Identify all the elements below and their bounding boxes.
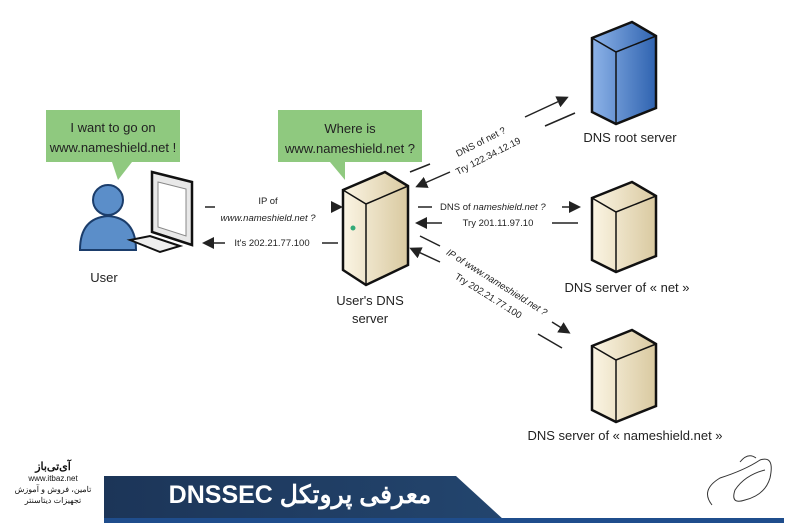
brand-url[interactable]: www.itbaz.net (28, 474, 78, 483)
brand-name: آی‌تی‌باز (35, 461, 71, 473)
nameshield-server-icon (590, 328, 658, 424)
arrows (202, 96, 581, 349)
user-speech-bubble: I want to go on www.nameshield.net ! (46, 110, 180, 180)
title-banner (104, 476, 504, 520)
arrow-label: DNS of nameshield.net ? (440, 202, 546, 213)
dns-speech-bubble: Where is www.nameshield.net ? (278, 110, 422, 180)
banner-title: معرفی پروتکل DNSSEC (168, 481, 432, 509)
bubble-text: www.nameshield.net ? (284, 141, 415, 156)
root-server-label: DNS root server (583, 130, 677, 145)
brand-tagline: تجهیزات دیتاسنتر (24, 496, 82, 505)
arrow-label: Try 201.11.97.10 (463, 218, 534, 229)
users-dns-server-icon (341, 170, 410, 287)
arrow-label: www.nameshield.net ? (220, 213, 316, 224)
root-server-icon (590, 20, 658, 126)
user-icon (78, 184, 138, 251)
users-dns-label: server (352, 311, 389, 326)
brand-tagline: تامین، فروش و آموزش (14, 485, 92, 494)
itbaz-brand: آی‌تی‌باز www.itbaz.net تامین، فروش و آم… (8, 462, 98, 506)
arrow-label: IP of (258, 196, 278, 207)
users-dns-label: User's DNS (336, 293, 404, 308)
bubble-text: I want to go on (70, 120, 155, 135)
bubble-text: www.nameshield.net ! (49, 140, 176, 155)
user-label: User (90, 270, 118, 285)
net-server-icon (590, 180, 658, 274)
signature-logo (707, 455, 772, 506)
net-server-label: DNS server of « net » (565, 280, 690, 295)
bottom-accent-line (104, 518, 784, 523)
computer-icon (126, 170, 194, 254)
arrow-label: It's 202.21.77.100 (234, 238, 309, 249)
nameshield-server-label: DNS server of « nameshield.net » (527, 428, 722, 443)
bubble-text: Where is (324, 121, 376, 136)
